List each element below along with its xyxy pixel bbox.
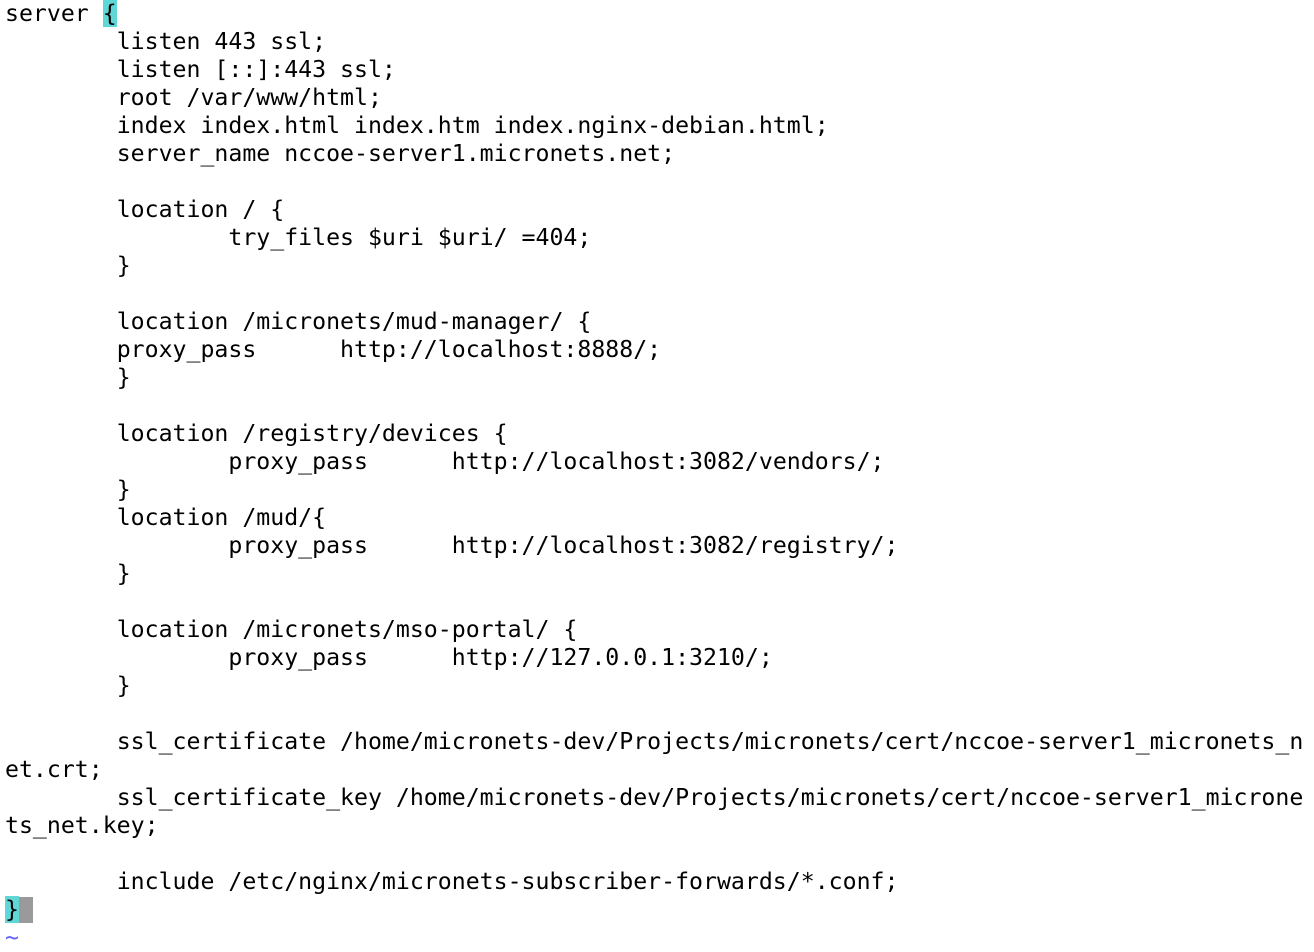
line-indent [5,84,117,111]
line-indent [5,448,228,475]
line-indent [5,784,117,811]
code-line: index index.html index.htm index.nginx-d… [5,112,829,140]
code-line: ssl_certificate /home/micronets-dev/Proj… [5,728,1304,756]
code-line: proxy_pass http://localhost:3082/registr… [5,532,898,560]
line-indent [5,420,117,447]
line-text: location /micronets/mud-manager/ { [116,308,592,335]
closing-brace-line: } [5,896,33,924]
code-line: ts_net.key; [5,812,159,840]
line-indent [5,140,117,167]
line-indent [5,252,117,279]
line-indent [5,112,117,139]
code-line: root /var/www/html; [5,84,382,112]
line-text: listen 443 ssl; [116,28,327,55]
line-indent [5,476,117,503]
line-text: ssl_certificate_key /home/micronets-dev/… [116,784,1304,811]
code-line: } [5,252,131,280]
code-line: et.crt; [5,756,103,784]
line-text: location / { [116,196,285,223]
code-line: location / { [5,196,285,224]
code-line: } [5,560,131,588]
line-text: server_name nccoe-server1.micronets.net; [116,140,676,167]
line-indent [5,560,117,587]
line-indent [5,196,117,223]
line-text: et.crt; [5,756,103,783]
code-line: proxy_pass http://localhost:8888/; [5,336,661,364]
line-indent [5,728,117,755]
line-indent [5,616,117,643]
code-line: } [5,476,131,504]
code-line: } [5,672,131,700]
line-indent [5,28,117,55]
line-text: try_files $uri $uri/ =404; [228,224,592,251]
line-text: include /etc/nginx/micronets-subscriber-… [116,868,899,895]
line-text: listen [::]:443 ssl; [116,56,396,83]
line-text: proxy_pass http://localhost:3082/vendors… [228,448,885,475]
line-text: location /mud/{ [116,504,327,531]
code-line: proxy_pass http://localhost:3082/vendors… [5,448,885,476]
code-line: server_name nccoe-server1.micronets.net; [5,140,675,168]
line-text: proxy_pass http://127.0.0.1:3210/; [228,644,773,671]
line-indent [5,504,117,531]
code-line: location /micronets/mso-portal/ { [5,616,578,644]
line-text: } [116,252,131,279]
code-line: location /micronets/mud-manager/ { [5,308,592,336]
line-indent [5,56,117,83]
line-text: root /var/www/html; [116,84,382,111]
line-text: proxy_pass http://localhost:8888/; [116,336,662,363]
line-indent [5,532,228,559]
code-line: } [5,364,131,392]
matched-close-brace: } [5,896,19,923]
code-line: try_files $uri $uri/ =404; [5,224,591,252]
line-text: server [5,0,103,27]
code-line: listen 443 ssl; [5,28,326,56]
line-text: } [116,560,131,587]
code-line: server { [5,0,117,28]
code-line: proxy_pass http://127.0.0.1:3210/; [5,644,773,672]
line-indent [5,672,117,699]
line-text: ssl_certificate /home/micronets-dev/Proj… [116,728,1304,755]
code-line: location /registry/devices { [5,420,508,448]
code-line: location /mud/{ [5,504,326,532]
line-text: } [116,672,131,699]
end-of-buffer-marker: ~ [5,924,19,951]
line-text: ts_net.key; [5,812,159,839]
line-text: location /registry/devices { [116,420,508,447]
line-indent [5,644,228,671]
code-line: include /etc/nginx/micronets-subscriber-… [5,868,899,896]
line-text: } [116,476,131,503]
line-text: index index.html index.htm index.nginx-d… [116,112,829,139]
text-cursor [18,897,33,923]
line-indent [5,308,117,335]
code-line: listen [::]:443 ssl; [5,56,396,84]
line-text: location /micronets/mso-portal/ { [116,616,578,643]
line-text: } [116,364,131,391]
line-indent [5,336,117,363]
line-text: proxy_pass http://localhost:3082/registr… [228,532,899,559]
line-indent [5,224,228,251]
matched-open-brace: { [102,0,117,27]
code-line: ssl_certificate_key /home/micronets-dev/… [5,784,1304,812]
line-indent [5,868,117,895]
line-indent [5,364,117,391]
